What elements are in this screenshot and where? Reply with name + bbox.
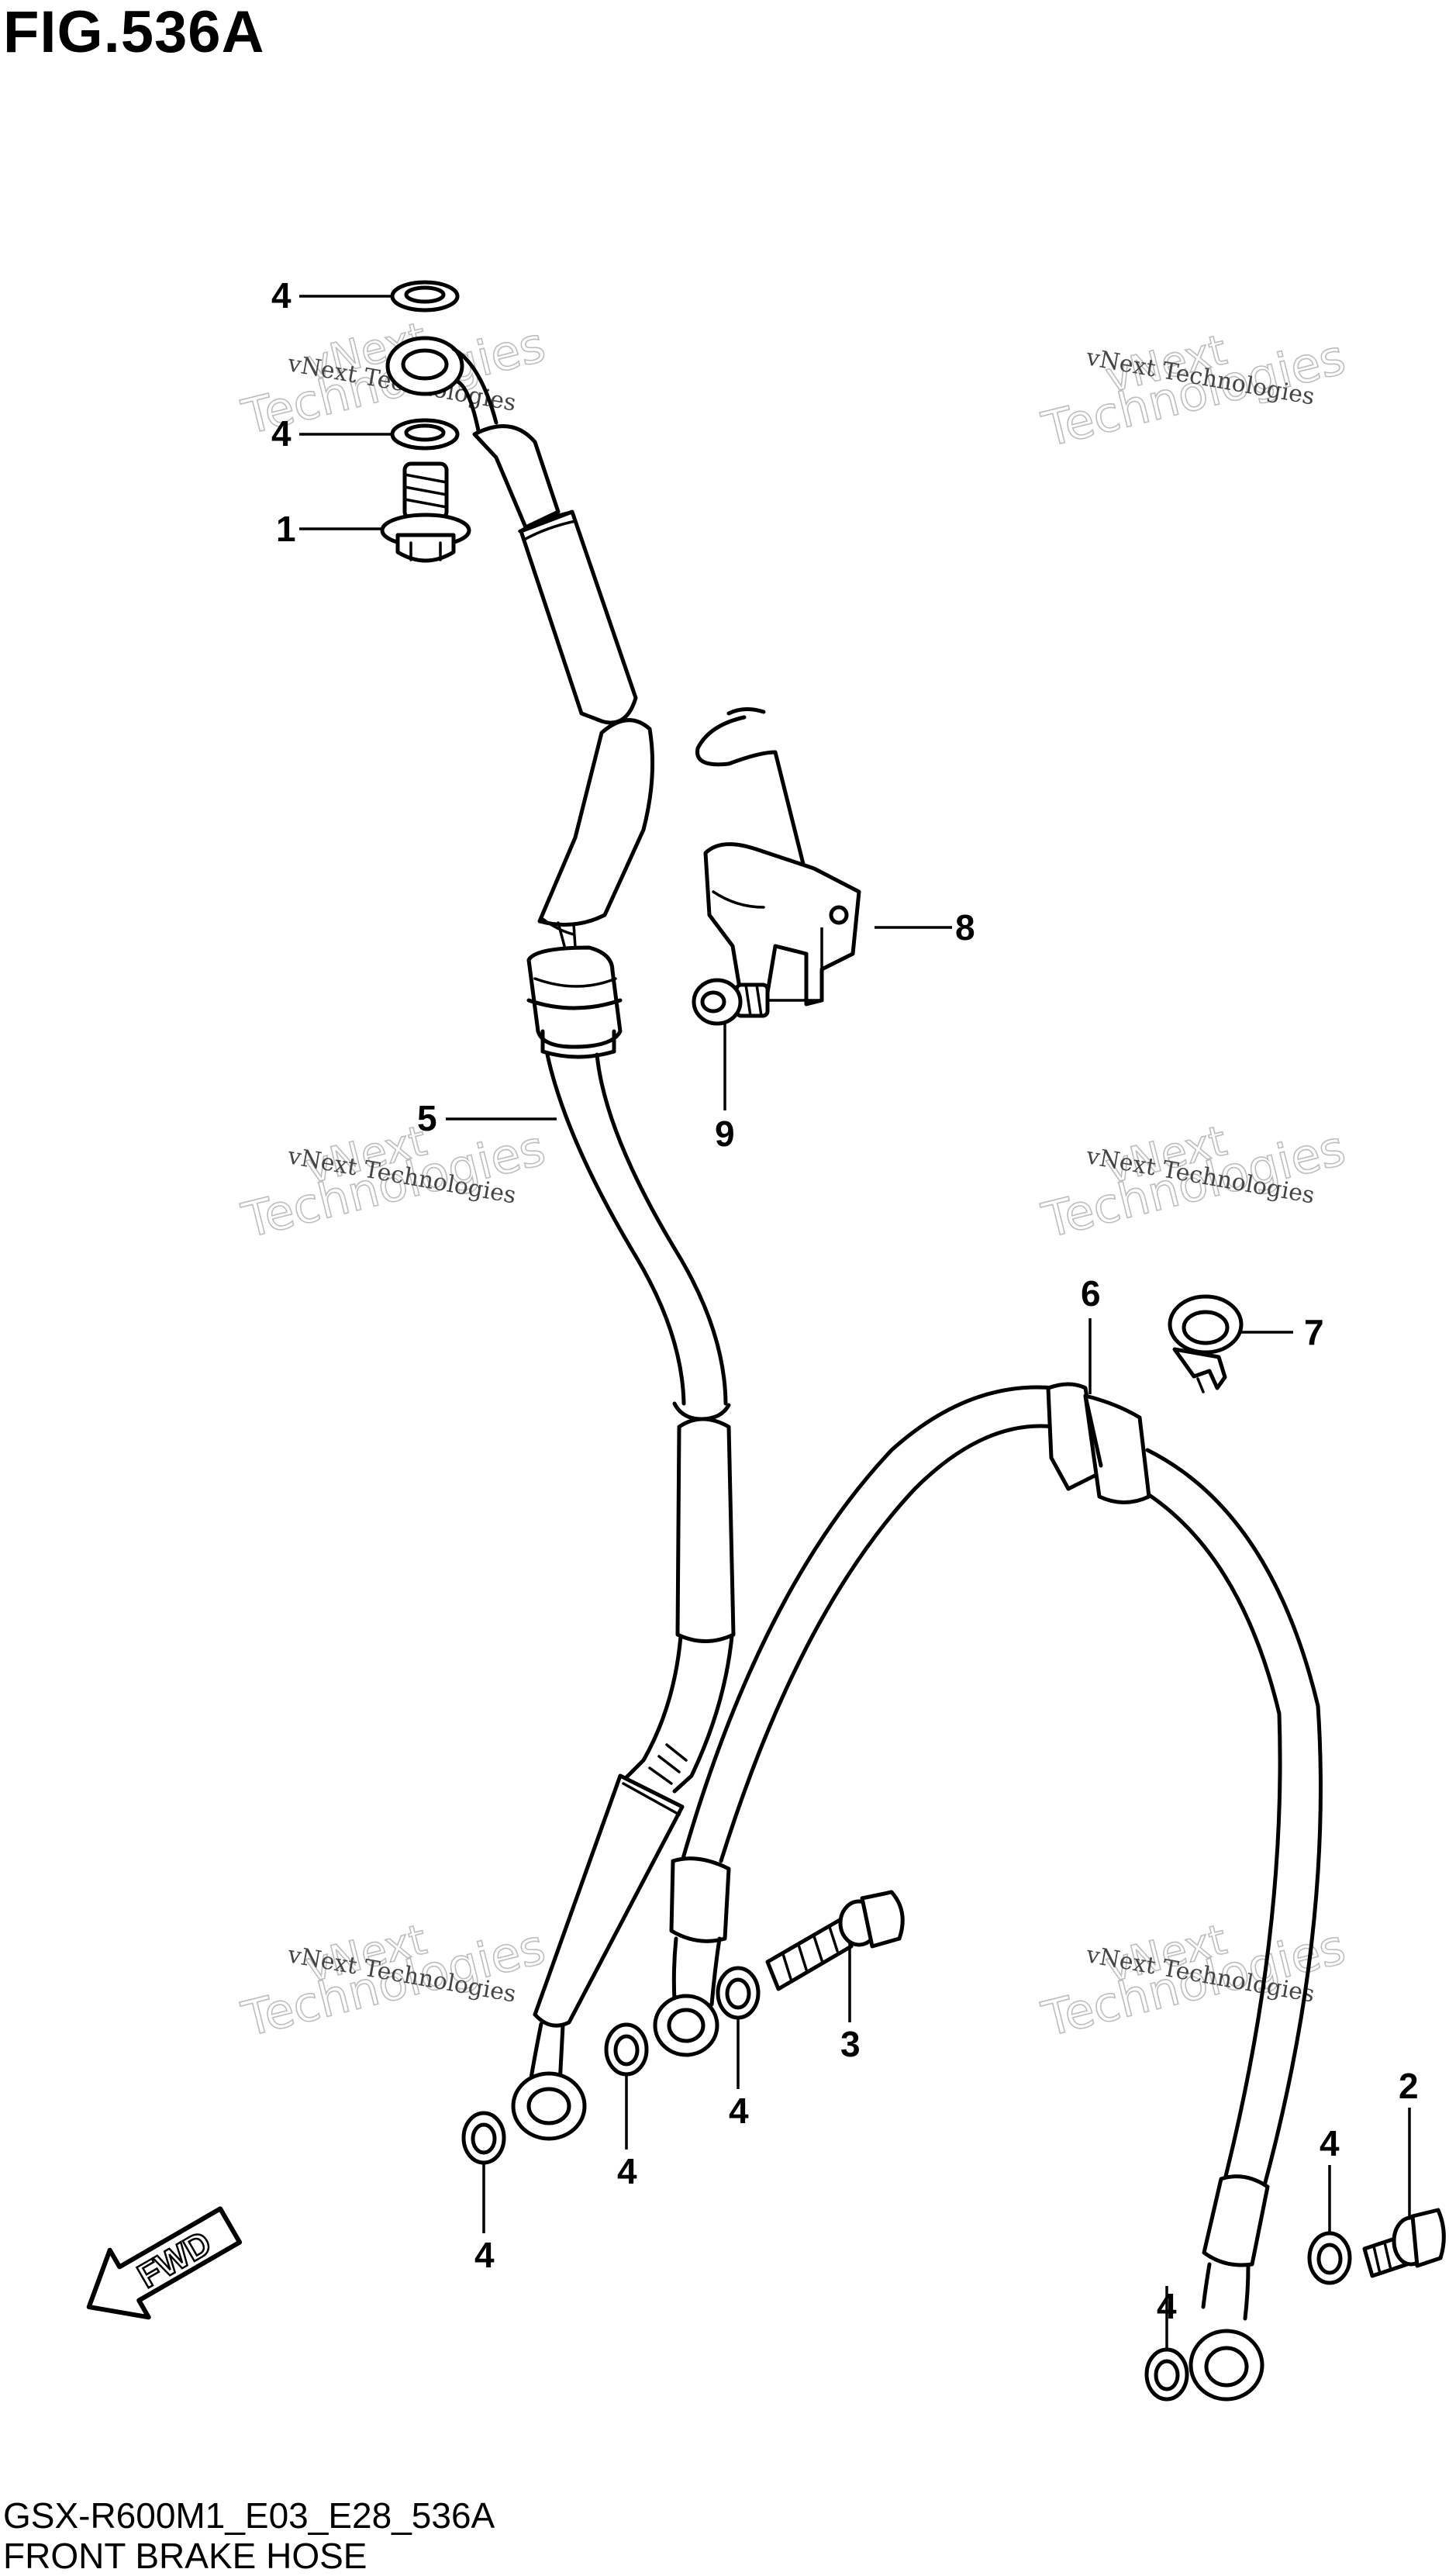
banjo-fitting-top: [385, 336, 499, 437]
callout-3: 3: [840, 2024, 861, 2064]
washer-left-lower: [461, 2111, 506, 2165]
washer-top-upper: [390, 280, 460, 313]
upper-hose-middle-segment: [537, 718, 655, 949]
callout-4-mid-left: 4: [617, 2151, 637, 2191]
watermark-middle-right: Technologies vNext vNext Technologies: [1036, 1116, 1351, 1250]
watermark-middle-left: Technologies vNext vNext Technologies: [236, 1116, 551, 1250]
callout-4-right-lower: 4: [1157, 2286, 1177, 2326]
callout-1: 1: [276, 509, 296, 549]
figure-name: FRONT BRAKE HOSE: [3, 2536, 367, 2576]
upper-hose-braid: [618, 1634, 734, 1794]
lower-hose-left-end: [653, 1856, 731, 2057]
banjo-bolt-top: [380, 461, 471, 563]
washer-right-lower: [1144, 2347, 1189, 2402]
banjo-bolt-middle: [765, 1890, 905, 1991]
figure-code: GSX-R600M1_E03_E28_536A: [3, 2495, 495, 2536]
hose-bracket: [695, 707, 861, 1007]
callout-4-top-lower: 4: [271, 413, 292, 454]
hose-grommet: [526, 945, 623, 1059]
figure-title: FIG.536A: [3, 0, 265, 65]
callout-4-top-upper: 4: [271, 275, 292, 316]
hose-clamp-grommet: [1046, 1382, 1151, 1504]
washer-top-lower: [390, 418, 460, 451]
lower-hose: [680, 1385, 1323, 2205]
callout-4-mid-right: 4: [729, 2091, 749, 2131]
clamp: [1168, 1294, 1244, 1393]
callout-4-right-upper: 4: [1320, 2123, 1340, 2163]
callout-8: 9: [715, 1114, 735, 1154]
upper-hose-lower-tube: [675, 1417, 736, 1643]
watermark-bottom-left: Technologies vNext vNext Technologies: [236, 1915, 551, 2049]
leader-lines: [299, 295, 1411, 2350]
banjo-fitting-left: [511, 2022, 587, 2141]
callout-5: 5: [417, 1098, 437, 1138]
washer-right-upper: [1307, 2231, 1352, 2285]
washer-mid-left: [604, 2022, 649, 2077]
callout-2: 2: [1399, 2066, 1419, 2106]
lower-hose-right-end: [1189, 2174, 1270, 2402]
banjo-bolt-right: [1362, 2208, 1446, 2278]
callout-6: 6: [1081, 1273, 1101, 1314]
upper-hose-top-segment: [472, 424, 638, 725]
washer-mid-right: [716, 1966, 761, 2020]
watermark-top-right: Technologies vNext vNext Technologies: [1036, 325, 1351, 459]
watermark-bottom-right: Technologies vNext vNext Technologies: [1036, 1915, 1351, 2049]
upper-hose-long-segment: [545, 1052, 731, 1421]
callout-7: 8: [955, 907, 975, 948]
callout-4-left-lower: 4: [474, 2235, 495, 2275]
fwd-arrow: FWD: [86, 2206, 243, 2320]
bracket-bolt: [692, 978, 770, 1026]
callout-9: 7: [1304, 1312, 1324, 1352]
upper-hose-sleeve: [533, 1773, 685, 2028]
